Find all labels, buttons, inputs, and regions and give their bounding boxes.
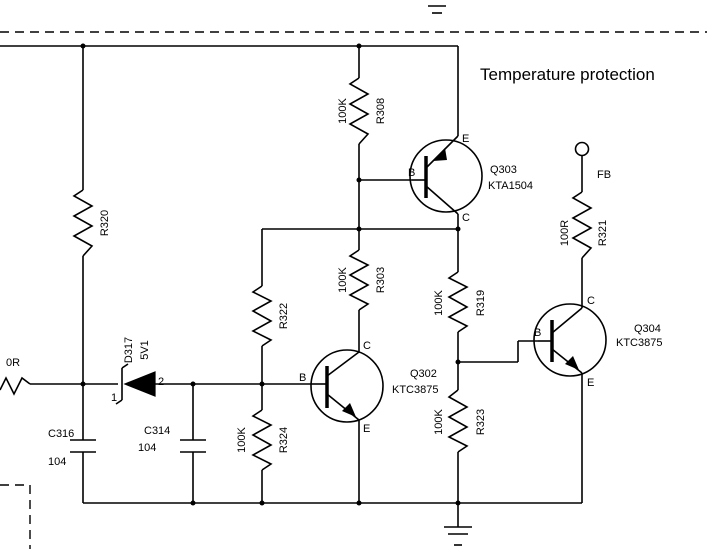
q303-emitter-label: E [462,133,469,145]
section-title: Temperature protection [480,65,655,84]
r323-ref: R323 [475,409,487,435]
d317-pin2: 2 [158,376,164,388]
q303-part: KTA1504 [488,180,533,192]
r322-ref: R322 [278,303,290,329]
q304-ref: Q304 [634,323,661,335]
r303-value: 100K [337,266,349,292]
d317-ref: D317 [123,337,135,363]
q302-emitter-label: E [363,423,370,435]
r321-value: 100R [559,220,571,246]
resistor-r303 [348,249,370,311]
zener-diode-d317 [115,363,156,405]
q304-base-label: B [534,327,541,339]
r324-value: 100K [236,426,248,452]
q304-emitter-label: E [587,377,594,389]
r303-ref: R303 [375,267,387,293]
r320-ref: R320 [99,210,111,236]
q303-collector-label: C [462,212,470,224]
c316-value: 104 [48,456,66,468]
q302-ref: Q302 [410,368,437,380]
c314-ref: C314 [144,425,170,437]
wires [0,45,583,527]
resistor-r324 [251,409,273,471]
dashed-boundary-bottom-left [0,484,31,549]
q302-part: KTC3875 [392,384,438,396]
r308-ref: R308 [375,98,387,124]
junction-dots [80,43,461,506]
r324-ref: R324 [278,427,290,453]
r323-value: 100K [433,408,445,434]
r308-value: 100K [337,97,349,123]
ground-symbol-bottom [444,526,472,546]
resistor-r319 [447,271,469,333]
q303-base-label: B [408,167,415,179]
q302-collector-label: C [363,340,371,352]
resistor-r321 [571,191,593,259]
q302-base-label: B [299,372,306,384]
r321-ref: R321 [597,220,609,246]
resistor-0r [0,376,31,396]
resistor-r320 [72,189,94,257]
d317-value: 5V1 [139,340,151,360]
resistor-r322 [251,285,273,347]
fb-test-point [574,141,590,157]
c314-value: 104 [138,442,156,454]
capacitor-c316 [70,439,96,453]
ground-symbol-top [428,5,446,14]
c316-ref: C316 [48,428,74,440]
transistor-q304 [533,303,607,377]
capacitor-c314 [180,439,206,453]
transistor-q302 [310,349,384,423]
resistor-r323 [447,389,469,453]
r319-ref: R319 [475,290,487,316]
q304-collector-label: C [587,295,595,307]
q303-ref: Q303 [490,164,517,176]
r-left-value: 0R [6,357,20,369]
r319-value: 100K [433,289,445,315]
d317-pin1: 1 [111,392,117,404]
q304-part: KTC3875 [616,337,662,349]
fb-label: FB [597,169,611,181]
transistor-q303 [409,135,483,215]
resistor-r308 [348,77,370,145]
